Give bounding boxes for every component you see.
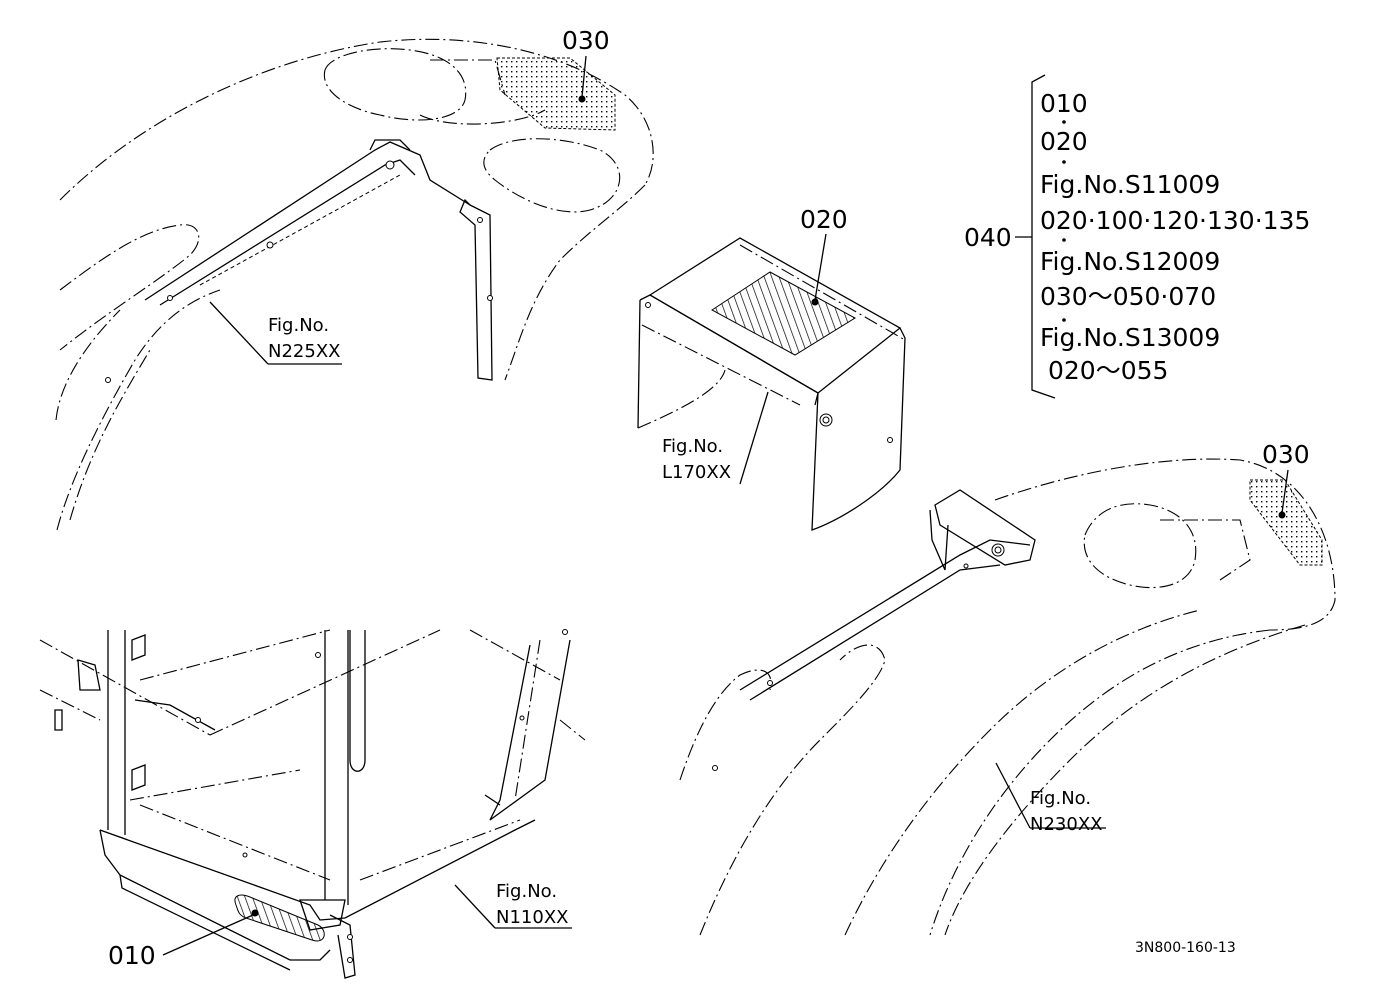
label-fig-n110-line2: N110XX — [496, 907, 568, 928]
label-040: 040 — [964, 223, 1012, 252]
frame-assembly — [39, 629, 586, 979]
legend-item-7: Fig.No.S13009 — [1040, 323, 1220, 352]
label-030-top: 030 — [562, 26, 610, 55]
legend-item-5: Fig.No.S12009 — [1040, 247, 1220, 276]
label-fig-n225-line2: N225XX — [268, 341, 340, 362]
label-010: 010 — [108, 941, 156, 970]
label-fig-l170-line1: Fig.No. — [662, 436, 723, 457]
legend-item-1: 010 — [1040, 89, 1088, 118]
label-fig-n225-line1: Fig.No. — [268, 315, 329, 336]
cover-assembly — [637, 237, 906, 531]
label-fig-n110-line1: Fig.No. — [496, 881, 557, 902]
fender-right-assembly — [679, 458, 1336, 936]
legend-item-6: 030～050·070 — [1040, 282, 1216, 311]
legend-block — [1015, 74, 1066, 399]
legend-item-4: 020·100·120·130·135 — [1040, 206, 1310, 235]
fender-left-assembly — [55, 38, 654, 531]
label-fig-n230-line1: Fig.No. — [1030, 788, 1091, 809]
legend-item-3: Fig.No.S11009 — [1040, 170, 1220, 199]
label-fig-l170-line2: L170XX — [662, 462, 731, 483]
legend-item-2: 020 — [1040, 127, 1088, 156]
legend-item-8: 020～055 — [1048, 356, 1168, 385]
label-030-right: 030 — [1262, 440, 1310, 469]
label-020: 020 — [800, 205, 848, 234]
drawing-number: 3N800-160-13 — [1135, 940, 1236, 956]
label-fig-n230-line2: N230XX — [1030, 814, 1102, 835]
